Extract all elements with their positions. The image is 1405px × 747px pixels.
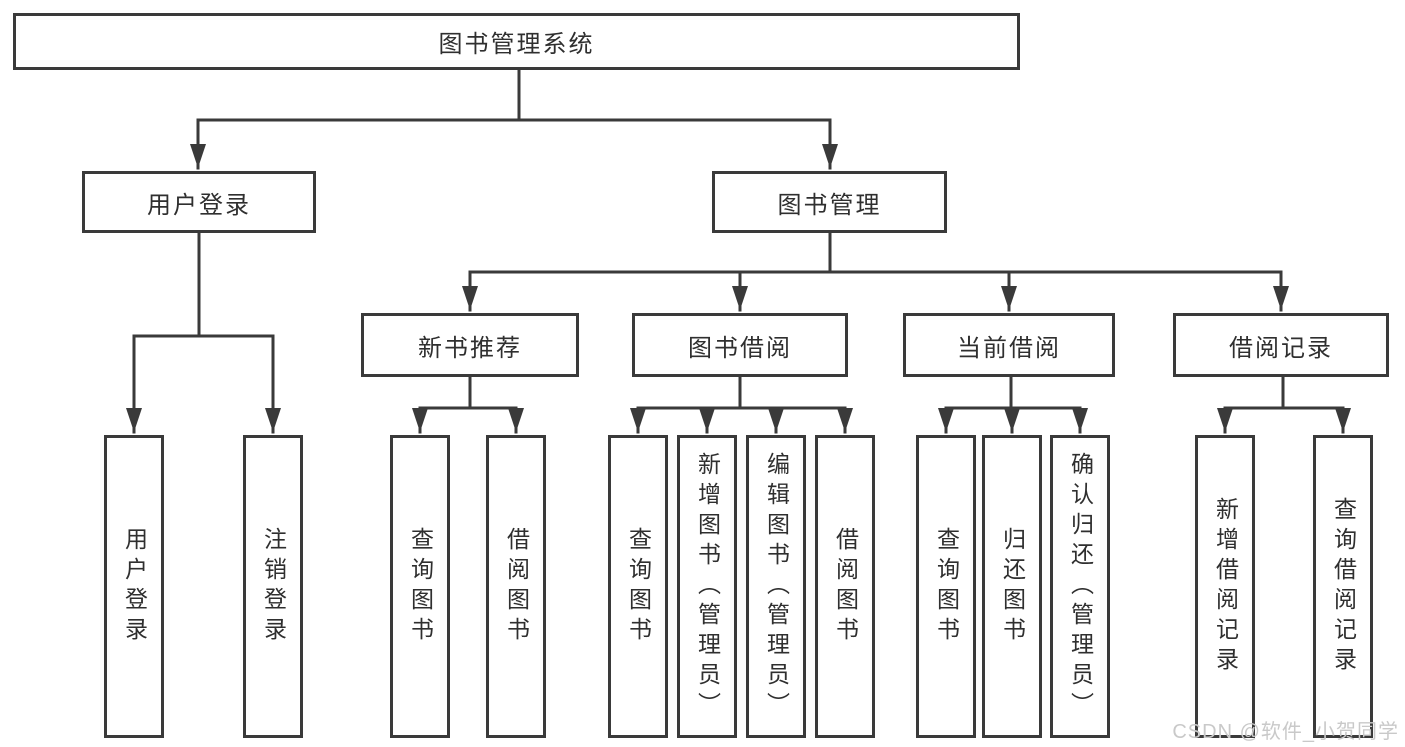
edge-current-borrowing-to-children — [938, 375, 1088, 434]
node-user-login: 用户登录 — [82, 171, 316, 233]
leaf-cb-confirm-return-admin-label: 确认归还（管理员） — [1067, 451, 1094, 722]
leaf-cb-return-books-label: 归还图书 — [999, 526, 1026, 647]
leaf-bb-add-books-admin-label: 新增图书（管理员） — [694, 451, 721, 722]
leaf-cb-query-books: 查询图书 — [916, 435, 976, 738]
leaf-cb-confirm-return-admin: 确认归还（管理员） — [1050, 435, 1110, 738]
edge-book-borrowing-to-children — [630, 375, 853, 434]
node-book-management-label: 图书管理 — [777, 191, 882, 219]
node-book-borrowing-label: 图书借阅 — [688, 334, 792, 362]
edge-book-management-to-children — [462, 231, 1289, 312]
edge-new-book-recommend-to-children — [412, 375, 524, 434]
leaf-logout: 注销登录 — [243, 435, 303, 738]
node-current-borrowing: 当前借阅 — [903, 313, 1115, 377]
edge-borrowing-records-to-children — [1217, 375, 1351, 434]
node-book-management: 图书管理 — [712, 171, 947, 233]
edge-user-login-to-children — [126, 231, 281, 434]
leaf-logout-label: 注销登录 — [260, 526, 287, 647]
node-book-borrowing: 图书借阅 — [632, 313, 848, 377]
leaf-br-query-record-label: 查询借阅记录 — [1330, 496, 1357, 677]
edge-root-to-children — [190, 68, 838, 170]
leaf-br-add-record: 新增借阅记录 — [1195, 435, 1255, 738]
leaf-nb-borrow-books-label: 借阅图书 — [503, 526, 530, 647]
node-new-book-recommend: 新书推荐 — [361, 313, 579, 377]
csdn-watermark: CSDN @软件_小贺同学 — [1172, 721, 1399, 743]
node-user-login-label: 用户登录 — [147, 191, 251, 219]
leaf-bb-edit-books-admin-label: 编辑图书（管理员） — [763, 451, 790, 722]
leaf-user-login: 用户登录 — [104, 435, 164, 738]
node-borrowing-records-label: 借阅记录 — [1229, 334, 1333, 362]
leaf-cb-query-books-label: 查询图书 — [933, 526, 960, 647]
leaf-bb-edit-books-admin: 编辑图书（管理员） — [746, 435, 806, 738]
node-borrowing-records: 借阅记录 — [1173, 313, 1389, 377]
node-library-system: 图书管理系统 — [13, 13, 1020, 70]
node-current-borrowing-label: 当前借阅 — [957, 334, 1061, 362]
leaf-nb-borrow-books: 借阅图书 — [486, 435, 546, 738]
leaf-br-query-record: 查询借阅记录 — [1313, 435, 1373, 738]
leaf-nb-query-books-label: 查询图书 — [407, 526, 434, 647]
node-new-book-recommend-label: 新书推荐 — [418, 334, 522, 362]
leaf-nb-query-books: 查询图书 — [390, 435, 450, 738]
leaf-br-add-record-label: 新增借阅记录 — [1212, 496, 1239, 677]
node-library-system-label: 图书管理系统 — [438, 31, 595, 58]
leaf-user-login-label: 用户登录 — [121, 526, 148, 647]
leaf-bb-add-books-admin: 新增图书（管理员） — [677, 435, 737, 738]
leaf-cb-return-books: 归还图书 — [982, 435, 1042, 738]
leaf-bb-query-books: 查询图书 — [608, 435, 668, 738]
leaf-bb-borrow-books: 借阅图书 — [815, 435, 875, 738]
leaf-bb-query-books-label: 查询图书 — [625, 526, 652, 647]
leaf-bb-borrow-books-label: 借阅图书 — [832, 526, 859, 647]
